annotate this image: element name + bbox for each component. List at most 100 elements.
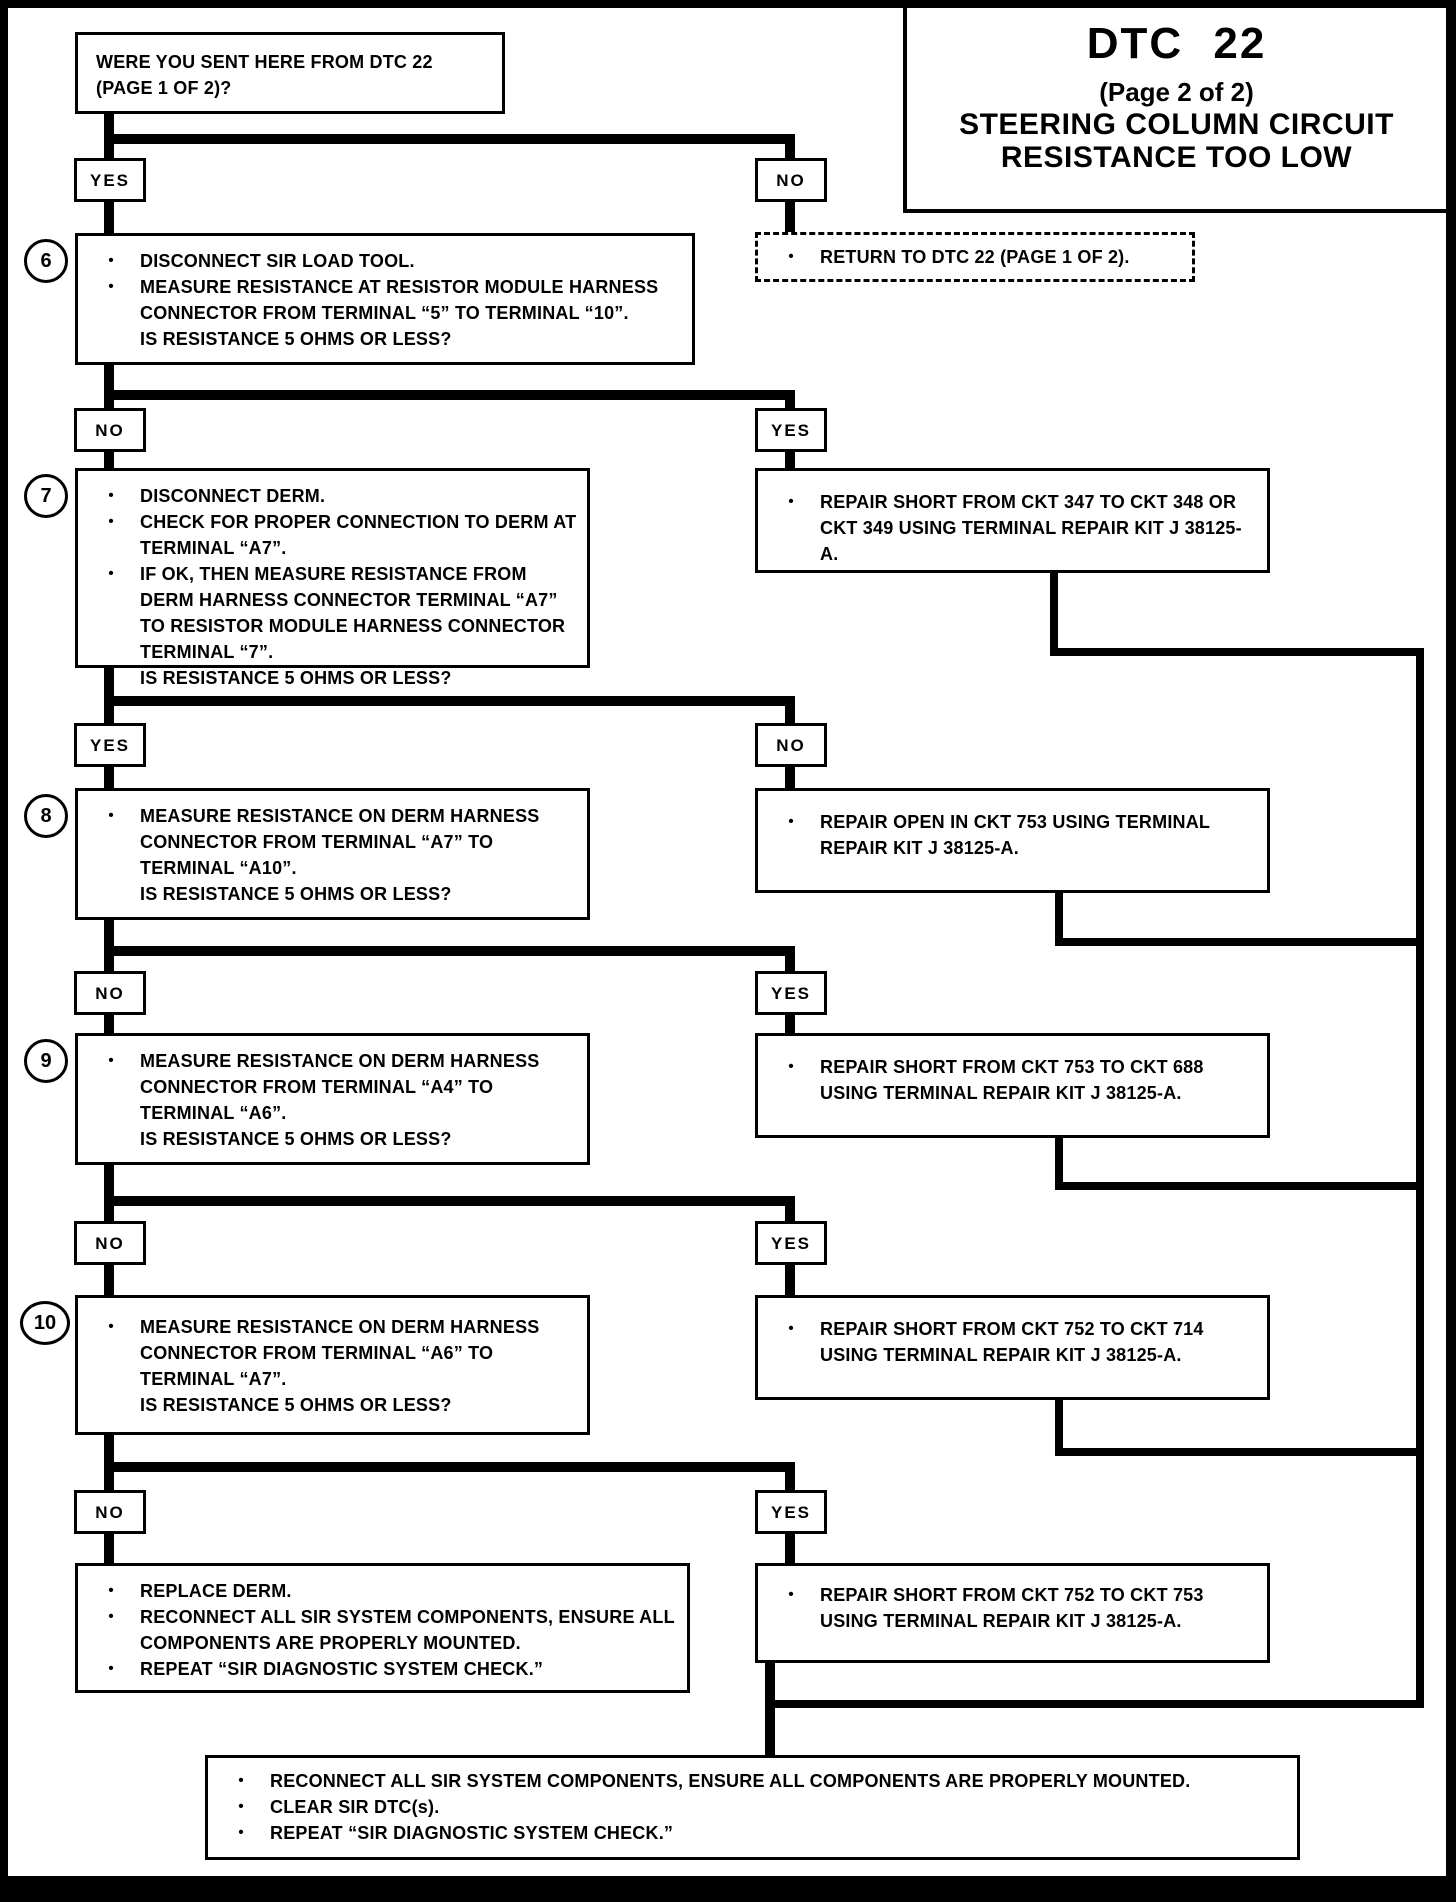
no-label-row4: NO xyxy=(74,971,146,1015)
bullet-icon: • xyxy=(788,813,794,830)
step-10-question: IS RESISTANCE 5 OHMS OR LESS? xyxy=(140,1395,452,1415)
connector-line xyxy=(1050,573,1058,656)
yes-label-row2: YES xyxy=(755,408,827,452)
step-number-7: 7 xyxy=(24,474,68,518)
title-subtitle-2: RESISTANCE TOO LOW xyxy=(1000,141,1353,174)
step-6-text: MEASURE RESISTANCE AT RESISTOR MODULE HA… xyxy=(140,277,659,323)
connector-line xyxy=(104,920,114,971)
return-text: RETURN TO DTC 22 (PAGE 1 OF 2). xyxy=(820,247,1130,267)
bullet-icon: • xyxy=(108,807,114,824)
connector-line xyxy=(104,1462,795,1472)
repair-open-753-text: REPAIR OPEN IN CKT 753 USING TERMINAL RE… xyxy=(820,812,1210,858)
bullet-icon: • xyxy=(108,278,114,295)
replace-derm-text: REPLACE DERM. xyxy=(140,1581,292,1601)
connector-line xyxy=(785,1534,795,1563)
step-8-question: IS RESISTANCE 5 OHMS OR LESS? xyxy=(140,884,452,904)
connector-line xyxy=(104,946,795,956)
no-label-row5: NO xyxy=(74,1221,146,1265)
bullet-icon: • xyxy=(108,1660,114,1677)
connector-line xyxy=(104,365,114,408)
step-6-box: • DISCONNECT SIR LOAD TOOL. • MEASURE RE… xyxy=(75,233,695,365)
step-7-text: CHECK FOR PROPER CONNECTION TO DERM AT T… xyxy=(140,512,577,558)
bullet-icon: • xyxy=(788,1320,794,1337)
bullet-icon: • xyxy=(788,248,794,265)
connector-line xyxy=(785,134,795,160)
step-8-box: • MEASURE RESISTANCE ON DERM HARNESS CON… xyxy=(75,788,590,920)
step-9-question: IS RESISTANCE 5 OHMS OR LESS? xyxy=(140,1129,452,1149)
connector-line xyxy=(104,696,795,706)
connector-line xyxy=(785,696,795,723)
connector-line xyxy=(1050,648,1424,656)
connector-line xyxy=(1055,1400,1063,1456)
final-actions-text: REPEAT “SIR DIAGNOSTIC SYSTEM CHECK.” xyxy=(270,1823,674,1843)
repair-open-753-box: • REPAIR OPEN IN CKT 753 USING TERMINAL … xyxy=(755,788,1270,893)
repair-short-752-753-text: REPAIR SHORT FROM CKT 752 TO CKT 753 USI… xyxy=(820,1585,1204,1631)
connector-line xyxy=(104,134,795,144)
step-10-box: • MEASURE RESISTANCE ON DERM HARNESS CON… xyxy=(75,1295,590,1435)
bullet-icon: • xyxy=(108,1582,114,1599)
connector-trunk xyxy=(1416,648,1424,1708)
connector-line xyxy=(785,452,795,468)
step-number-8: 8 xyxy=(24,794,68,838)
connector-line xyxy=(104,452,114,468)
repair-short-752-753-box: • REPAIR SHORT FROM CKT 752 TO CKT 753 U… xyxy=(755,1563,1270,1663)
bullet-icon: • xyxy=(108,1318,114,1335)
bullet-icon: • xyxy=(108,252,114,269)
title-subtitle-1: STEERING COLUMN CIRCUIT xyxy=(959,108,1394,141)
replace-derm-text: REPEAT “SIR DIAGNOSTIC SYSTEM CHECK.” xyxy=(140,1659,544,1679)
yes-label-row4: YES xyxy=(755,971,827,1015)
bullet-icon: • xyxy=(108,513,114,530)
connector-line xyxy=(785,1015,795,1033)
bullet-icon: • xyxy=(108,1608,114,1625)
start-question-text: WERE YOU SENT HERE FROM DTC 22 (PAGE 1 O… xyxy=(96,52,433,98)
bullet-icon: • xyxy=(108,487,114,504)
connector-line xyxy=(785,1462,795,1490)
step-9-box: • MEASURE RESISTANCE ON DERM HARNESS CON… xyxy=(75,1033,590,1165)
final-actions-box: • RECONNECT ALL SIR SYSTEM COMPONENTS, E… xyxy=(205,1755,1300,1860)
step-7-box: • DISCONNECT DERM. • CHECK FOR PROPER CO… xyxy=(75,468,590,688)
yes-label-row3: YES xyxy=(74,723,146,767)
yes-label-row5: YES xyxy=(755,1221,827,1265)
bullet-icon: • xyxy=(108,1052,114,1069)
connector-line xyxy=(104,767,114,788)
connector-line xyxy=(785,767,795,788)
connector-line xyxy=(1055,1182,1424,1190)
connector-line xyxy=(104,1534,114,1563)
step-7-question: IS RESISTANCE 5 OHMS OR LESS? xyxy=(140,668,452,688)
title-dtc-code: DTC 22 xyxy=(1086,19,1267,68)
repair-short-753-688-box: • REPAIR SHORT FROM CKT 753 TO CKT 688 U… xyxy=(755,1033,1270,1138)
connector-line xyxy=(1055,893,1063,946)
no-label-row1: NO xyxy=(755,158,827,202)
bullet-icon: • xyxy=(108,565,114,582)
step-6-text: DISCONNECT SIR LOAD TOOL. xyxy=(140,251,415,271)
bullet-icon: • xyxy=(238,1824,244,1841)
bullet-icon: • xyxy=(788,493,794,510)
connector-line xyxy=(104,202,114,233)
connector-line xyxy=(1055,1448,1424,1456)
repair-short-752-714-box: • REPAIR SHORT FROM CKT 752 TO CKT 714 U… xyxy=(755,1295,1270,1400)
connector-line xyxy=(104,1015,114,1033)
yes-label-row6: YES xyxy=(755,1490,827,1534)
repair-short-752-714-text: REPAIR SHORT FROM CKT 752 TO CKT 714 USI… xyxy=(820,1319,1204,1365)
connector-line xyxy=(785,946,795,971)
bullet-icon: • xyxy=(238,1772,244,1789)
step-number-6: 6 xyxy=(24,239,68,283)
step-10-text: MEASURE RESISTANCE ON DERM HARNESS CONNE… xyxy=(140,1317,540,1389)
bullet-icon: • xyxy=(788,1058,794,1075)
bullet-icon: • xyxy=(238,1798,244,1815)
connector-line xyxy=(1055,1138,1063,1190)
step-7-text: IF OK, THEN MEASURE RESISTANCE FROM DERM… xyxy=(140,564,566,662)
no-label-row3: NO xyxy=(755,723,827,767)
connector-line xyxy=(104,668,114,723)
repair-short-347-box: • REPAIR SHORT FROM CKT 347 TO CKT 348 O… xyxy=(755,468,1270,573)
start-question-box: WERE YOU SENT HERE FROM DTC 22 (PAGE 1 O… xyxy=(75,32,505,114)
repair-short-347-text: REPAIR SHORT FROM CKT 347 TO CKT 348 OR … xyxy=(820,492,1242,564)
step-number-10: 10 xyxy=(20,1301,70,1345)
title-block: DTC 22 (Page 2 of 2) STEERING COLUMN CIR… xyxy=(903,8,1446,213)
bullet-icon: • xyxy=(788,1586,794,1603)
step-number-9: 9 xyxy=(24,1039,68,1083)
connector-line xyxy=(785,1196,795,1221)
no-label-row6: NO xyxy=(74,1490,146,1534)
replace-derm-box: • REPLACE DERM. • RECONNECT ALL SIR SYST… xyxy=(75,1563,690,1693)
